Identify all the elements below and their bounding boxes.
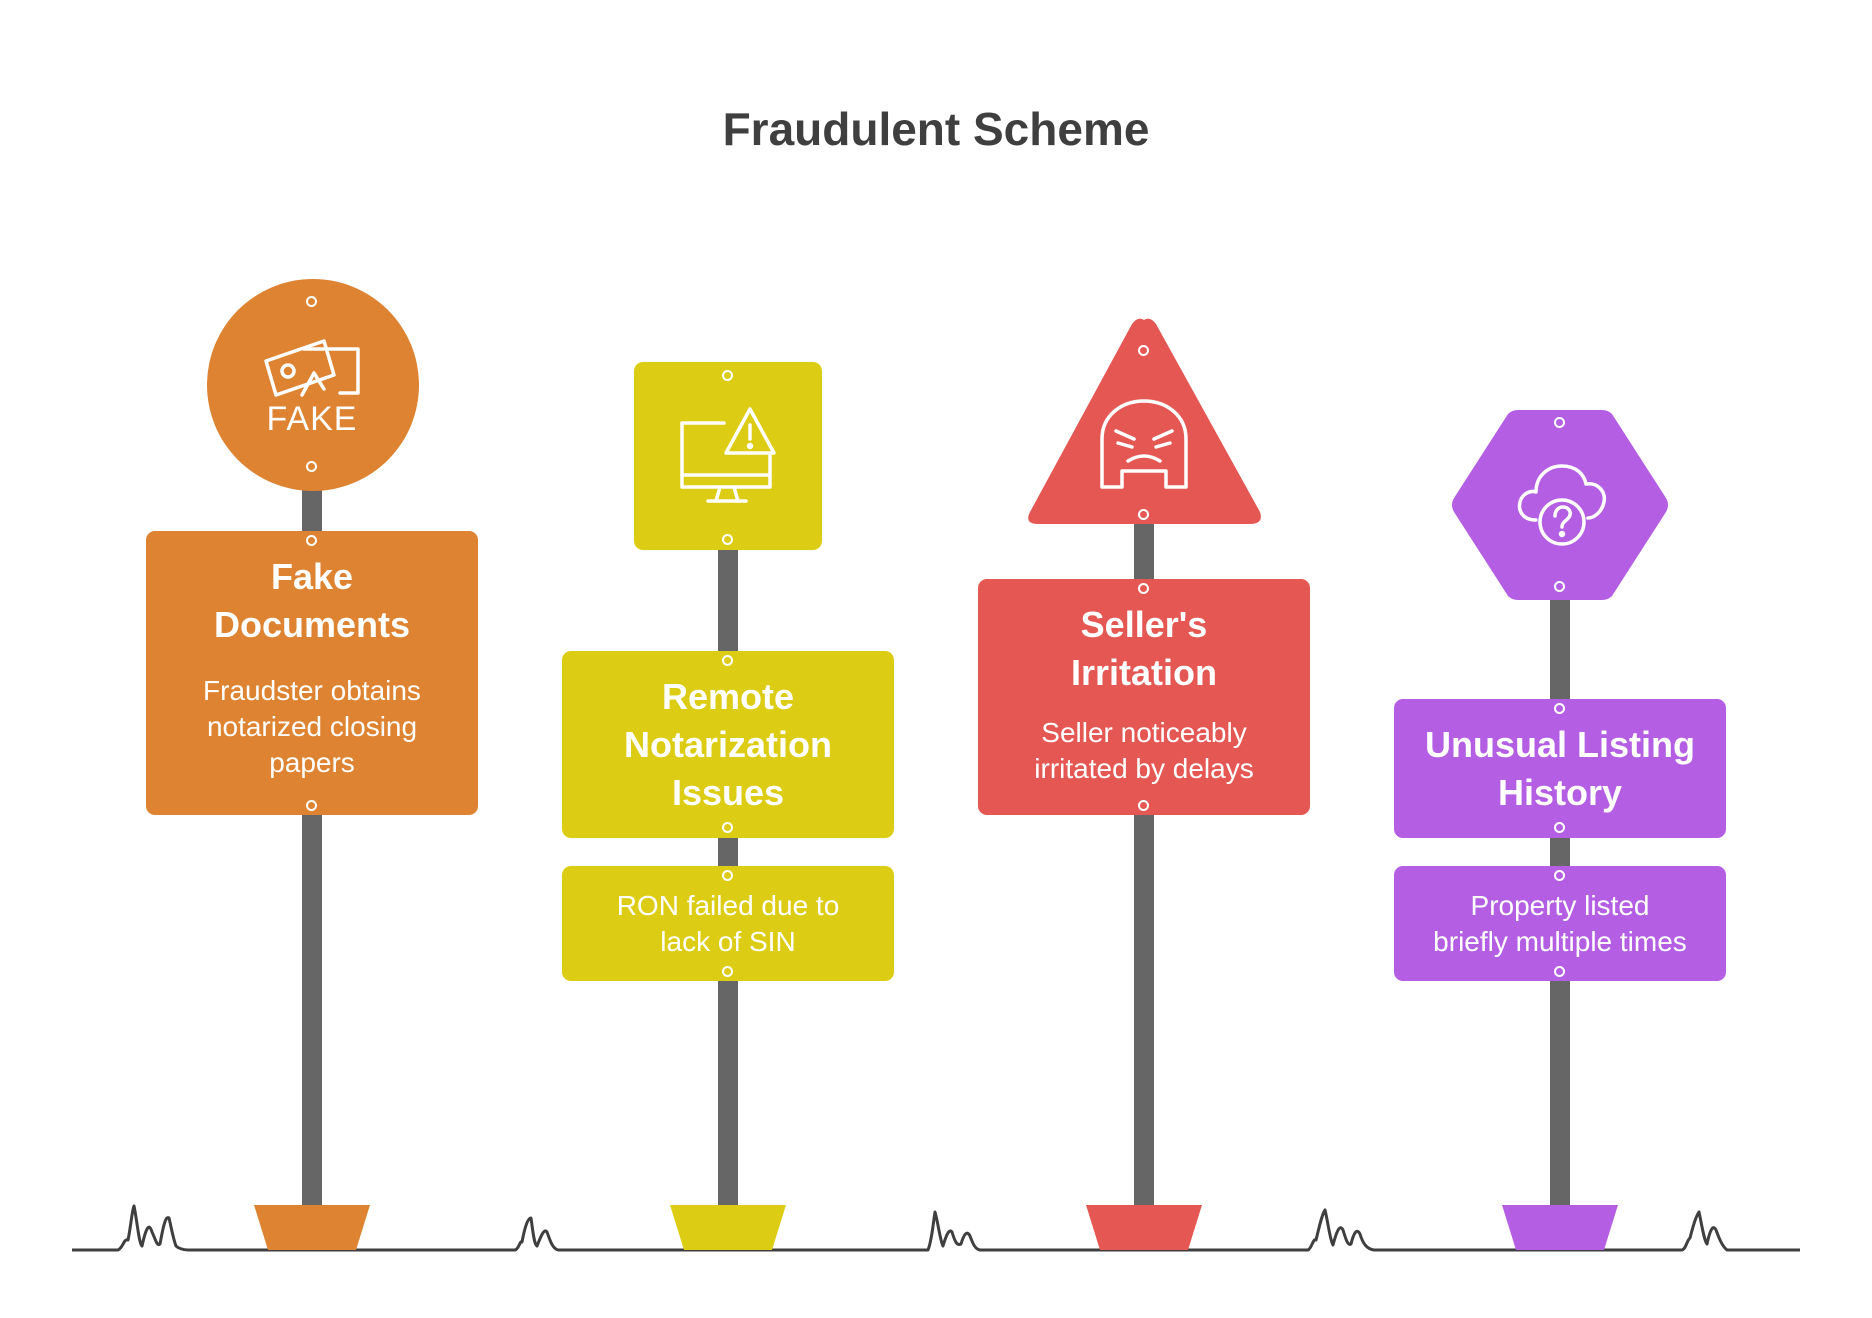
sign-hole [1138,800,1149,811]
angry-face-icon [1100,399,1188,489]
sign-base [670,1205,786,1250]
sign-hole [722,655,733,666]
sign-description: Seller noticeably [1041,717,1247,748]
sign-hole [1138,583,1149,594]
sign-hole [722,534,733,545]
sign-panel: Remote Notarization Issues [562,651,894,838]
sign-description: notarized closing [206,711,418,742]
triangle-sign [1028,318,1261,524]
square-sign [634,362,822,550]
computer-warning-icon [680,407,776,503]
sign-hole [1554,581,1565,592]
sign-hole [1554,870,1565,881]
sign-hole [1138,345,1149,356]
sign-title: History [1497,772,1623,813]
sign-title: Seller's [1080,604,1208,645]
sign-hole [722,370,733,381]
sign-description: irritated by delays [1034,753,1254,784]
sign-panel-description: Property listed briefly multiple times [1394,866,1726,981]
sign-panel: Fake Documents Fraudster obtains notariz… [146,531,478,815]
sign-base [1502,1205,1618,1250]
fake-document-icon: FAKE [264,339,360,438]
sign-hole [1554,417,1565,428]
sign-panel-description: RON failed due to lack of SIN [562,866,894,981]
sign-base [1086,1205,1202,1250]
sign-panel: Seller's Irritation Seller noticeably ir… [978,579,1310,815]
ground-line [72,1204,1800,1252]
sign-title: Unusual Listing [1425,724,1695,765]
sign-hole [1554,822,1565,833]
sign-title: Issues [671,772,785,813]
sign-hole [1554,966,1565,977]
icon-text: FAKE [267,400,358,438]
sign-hole [722,870,733,881]
sign-description: papers [269,747,355,778]
sign-hole [306,800,317,811]
sign-title: Notarization [623,724,832,765]
sign-description: lack of SIN [660,926,796,957]
sign-description: RON failed due to [616,890,840,921]
sign-hole [306,461,317,472]
sign-hole [306,296,317,307]
sign-title: Documents [213,604,411,645]
sign-title: Remote [661,676,795,717]
sign-description: briefly multiple times [1433,926,1687,957]
sign-hole [1554,703,1565,714]
circle-sign [207,279,419,491]
sign-base [254,1205,370,1250]
sign-hole [306,535,317,546]
sign-title: Irritation [1070,652,1217,693]
sign-description: Property listed [1470,890,1650,921]
page-title: Fraudulent Scheme [722,103,1150,155]
cloud-question-icon [1517,464,1607,546]
sign-title: Fake [270,556,354,597]
hexagon-sign [1452,410,1668,600]
sign-hole [722,822,733,833]
sign-hole [1138,509,1149,520]
sign-description: Fraudster obtains [203,675,421,706]
sign-hole [722,966,733,977]
sign-panel: Unusual Listing History [1394,699,1726,838]
